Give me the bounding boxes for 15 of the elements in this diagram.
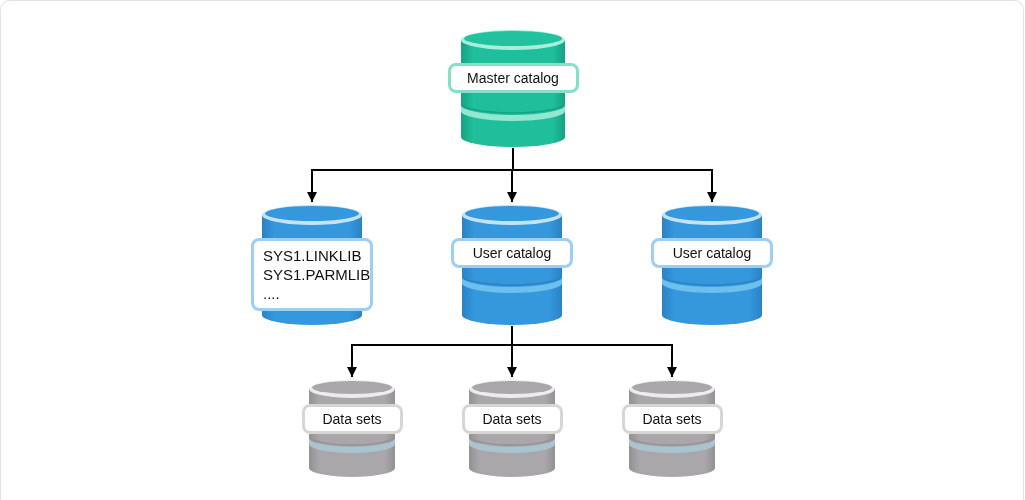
dataset-label: Data sets [482, 410, 542, 428]
library-name: SYS1.LINKLIB [263, 246, 362, 265]
arrow [307, 169, 514, 203]
dataset-label: Data sets [642, 410, 702, 428]
arrow [347, 344, 513, 378]
dataset-label: Data sets [322, 410, 382, 428]
arrow [507, 169, 517, 203]
arrow [507, 344, 517, 378]
library-name: .... [263, 284, 280, 303]
catalog-label: User catalog [672, 244, 752, 262]
arrow [511, 344, 677, 378]
catalog-label: Master catalog [467, 69, 559, 87]
library-name: SYS1.PARMLIB [263, 265, 371, 284]
arrow [512, 169, 717, 203]
catalog-label: User catalog [472, 244, 552, 262]
